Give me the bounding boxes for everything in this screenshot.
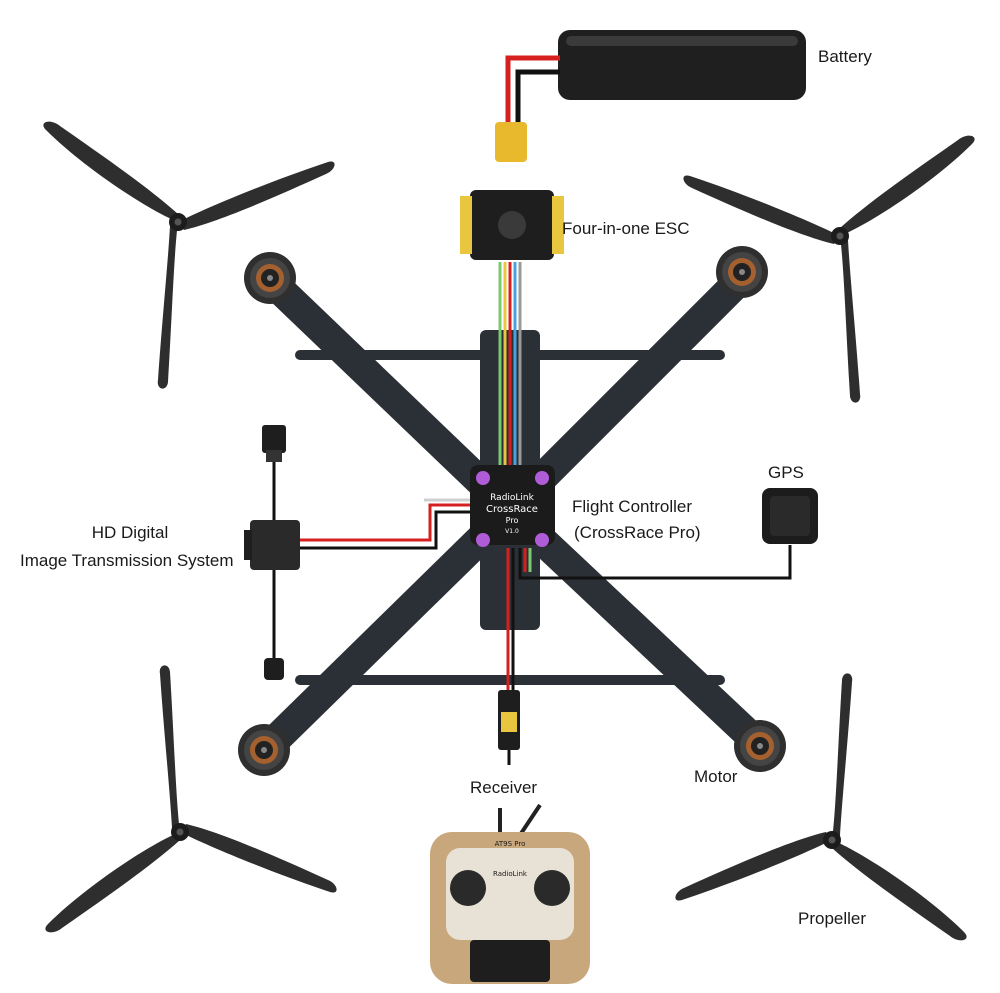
fc-version-text: V1.0 bbox=[505, 528, 519, 535]
fc-model-text: CrossRace bbox=[486, 504, 538, 515]
xt60-connector bbox=[495, 122, 527, 162]
esc-fc-wires bbox=[498, 262, 522, 470]
gps-module bbox=[762, 488, 818, 544]
fc-brand-text: RadioLink bbox=[490, 493, 535, 503]
battery bbox=[558, 30, 806, 100]
fc-sub-text: Pro bbox=[506, 516, 519, 525]
motor-rear-left bbox=[238, 724, 290, 776]
label-battery: Battery bbox=[818, 47, 872, 66]
label-gps: GPS bbox=[768, 463, 804, 482]
tx-brand-text: RadioLink bbox=[493, 870, 528, 878]
four-in-one-esc bbox=[460, 190, 564, 260]
label-receiver: Receiver bbox=[470, 778, 538, 797]
flight-controller: RadioLink CrossRace Pro V1.0 bbox=[470, 465, 555, 547]
label-fc-line2: (CrossRace Pro) bbox=[574, 523, 701, 542]
label-vtx-line2: Image Transmission System bbox=[20, 551, 234, 570]
tx-model-text: AT9S Pro bbox=[495, 840, 526, 848]
motor-front-right bbox=[716, 246, 768, 298]
receiver bbox=[498, 690, 520, 765]
label-esc: Four-in-one ESC bbox=[562, 219, 690, 238]
label-propeller: Propeller bbox=[798, 909, 867, 928]
motor-rear-right bbox=[734, 720, 786, 772]
label-motor: Motor bbox=[694, 767, 738, 786]
label-vtx-line1: HD Digital bbox=[91, 523, 169, 542]
label-fc-line1: Flight Controller bbox=[572, 497, 692, 516]
motor-front-left bbox=[244, 252, 296, 304]
propeller-top-left bbox=[43, 121, 335, 389]
transmitter: AT9S Pro RadioLink bbox=[430, 803, 590, 984]
hd-vtx-system bbox=[244, 425, 300, 680]
